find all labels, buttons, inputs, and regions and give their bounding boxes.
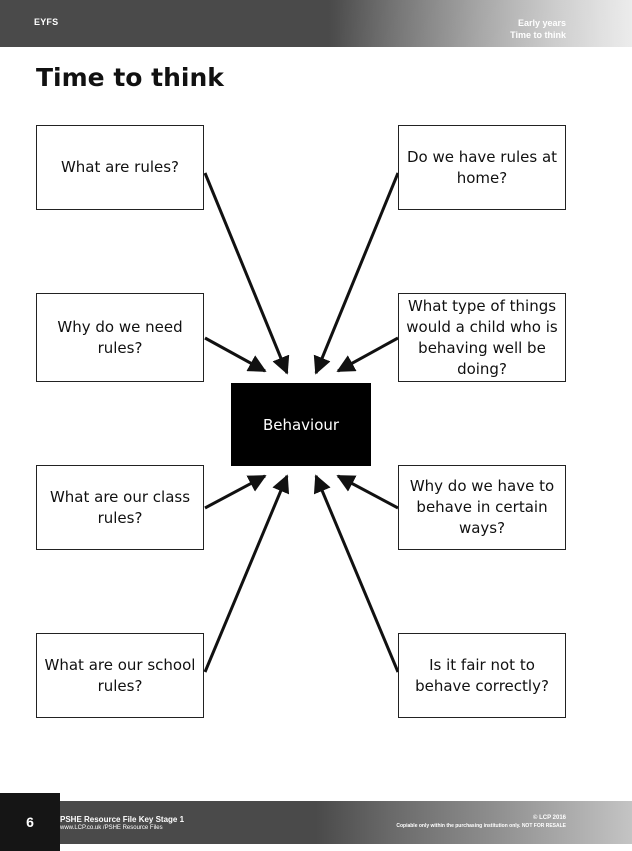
arrow-tr3 <box>336 474 399 510</box>
footer-bar <box>0 801 632 844</box>
arrow-tr1 <box>313 172 400 375</box>
center-behaviour-box: Behaviour <box>231 383 371 466</box>
question-box-what-are-rules: What are rules? <box>36 125 204 210</box>
footer-publication-url: www.LCP.co.uk /PSHE Resource Files <box>60 825 163 831</box>
footer-copyright-line: © LCP 2016 <box>533 815 566 821</box>
question-box-behave-certain-ways: Why do we have to behave in certain ways… <box>398 465 566 550</box>
arrow-tl4 <box>203 474 290 673</box>
footer-license-line: Copiable only within the purchasing inst… <box>396 823 566 829</box>
question-box-fair-not-behave: Is it fair not to behave correctly? <box>398 633 566 718</box>
page-title: Time to think <box>36 63 224 92</box>
question-box-class-rules: What are our class rules? <box>36 465 204 550</box>
arrow-tl2 <box>204 336 267 373</box>
arrow-tr4 <box>313 474 400 673</box>
footer-publication-title: PSHE Resource File Key Stage 1 <box>60 815 185 824</box>
question-box-behaving-well: What type of things would a child who is… <box>398 293 566 382</box>
footer-publication: PSHE Resource File Key Stage 1 www.LCP.c… <box>60 815 184 831</box>
header-section-label: EYFS <box>34 17 59 27</box>
footer-copyright: © LCP 2016 Copiable only within the purc… <box>396 815 566 829</box>
arrow-tr2 <box>336 336 399 373</box>
arrow-tl1 <box>203 172 290 375</box>
question-box-school-rules: What are our school rules? <box>36 633 204 718</box>
question-box-rules-at-home: Do we have rules at home? <box>398 125 566 210</box>
header-topic-line2: Time to think <box>510 30 566 40</box>
arrow-tl3 <box>204 474 267 510</box>
question-box-why-need-rules: Why do we need rules? <box>36 293 204 382</box>
header-topic: Early years Time to think <box>510 17 566 41</box>
header-bar <box>0 0 632 47</box>
header-topic-line1: Early years <box>517 18 566 28</box>
page-number: 6 <box>0 793 60 851</box>
